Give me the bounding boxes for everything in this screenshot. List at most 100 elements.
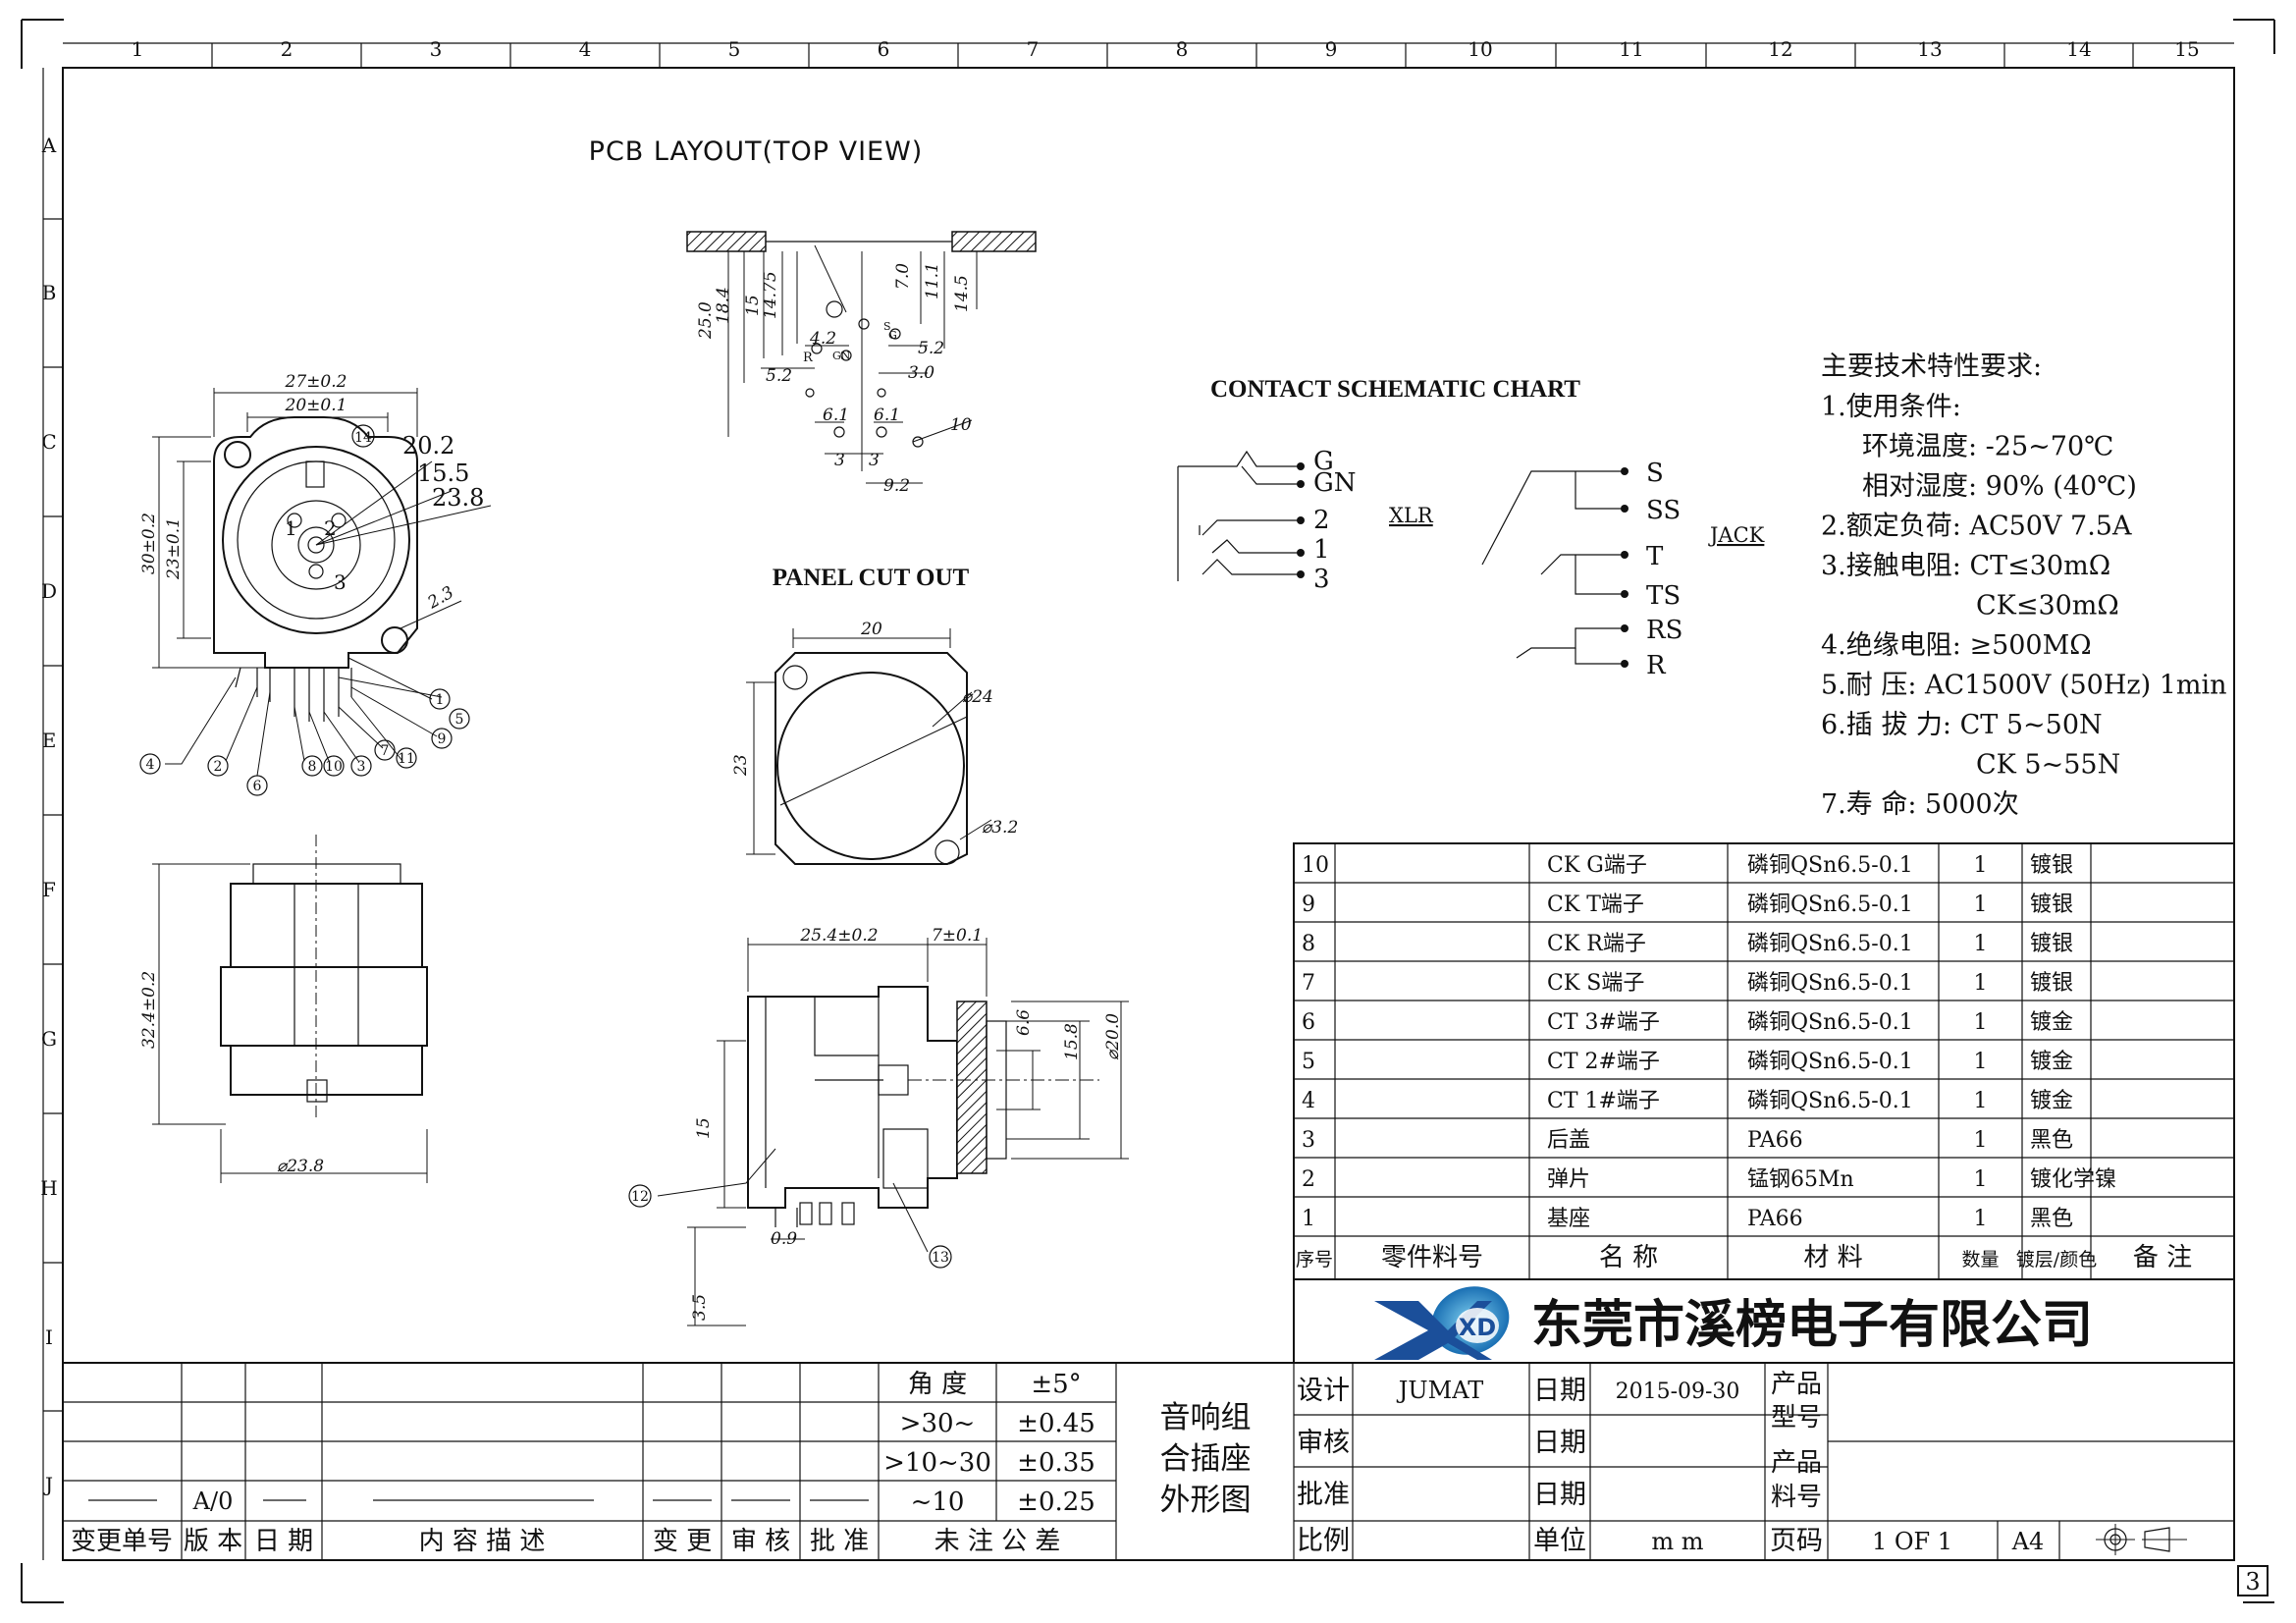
svg-text:6: 6 — [253, 779, 262, 794]
svg-text:2.3: 2.3 — [424, 582, 457, 613]
revision-header: 日 期 — [254, 1527, 313, 1556]
jack-pin-label: TS — [1646, 581, 1681, 611]
product-name-line: 音响组 — [1160, 1400, 1252, 1435]
grid-col-label: 2 — [281, 37, 294, 61]
svg-text:GN: GN — [832, 350, 851, 362]
product-name-line: 合插座 — [1160, 1441, 1252, 1477]
company-banner: XD 东莞市溪榜电子有限公司 — [1293, 1278, 2235, 1364]
bom-cell: 磷铜QSn6.5-0.1 — [1747, 932, 1913, 956]
svg-text:12: 12 — [631, 1189, 649, 1205]
grid-col-label: 7 — [1027, 37, 1040, 61]
svg-text:5: 5 — [455, 712, 464, 728]
scale-label: 比例 — [1297, 1526, 1350, 1556]
sheet-size: A4 — [2011, 1528, 2045, 1555]
product-model-label: 产品 — [1771, 1370, 1822, 1399]
svg-text:30±0.2: 30±0.2 — [139, 513, 159, 574]
svg-text:G: G — [888, 329, 897, 342]
bom-cell: CK T端子 — [1547, 893, 1644, 917]
bom-cell: 1 — [1974, 971, 1988, 996]
requirement-line: 3.接触电阻: CT≤30mΩ — [1821, 551, 2110, 581]
svg-text:14: 14 — [354, 430, 372, 446]
panel-cut-out-view: PANEL CUT OUT 20 23 ⌀24 ⌀3.2 — [731, 565, 1018, 865]
contact-chart-title: CONTACT SCHEMATIC CHART — [1210, 376, 1580, 403]
projection-symbol-icon — [2096, 1524, 2187, 1555]
svg-text:4.2: 4.2 — [809, 329, 836, 349]
bom-cell: 镀金 — [2030, 1050, 2073, 1074]
bom-cell: 8 — [1302, 932, 1315, 956]
tolerance-value: ±5° — [1031, 1370, 1081, 1399]
revision-header: 批 准 — [810, 1527, 869, 1556]
svg-text:7: 7 — [381, 743, 390, 759]
bom-cell: 1 — [1974, 1050, 1988, 1074]
tolerance-value: ±0.35 — [1017, 1448, 1095, 1478]
bom-cell: 磷铜QSn6.5-0.1 — [1747, 893, 1913, 917]
bom-cell: PA66 — [1747, 1128, 1803, 1153]
review-date-label: 日期 — [1533, 1428, 1586, 1458]
grid-row-label: A — [41, 134, 57, 157]
review-label: 审核 — [1297, 1428, 1350, 1458]
requirement-line: 相对湿度: 90% (40℃) — [1862, 471, 2137, 502]
grid-row-label: C — [41, 430, 56, 454]
bom-cell: 镀化学镍 — [2030, 1167, 2116, 1192]
tolerance-footer: 未 注 公 差 — [934, 1527, 1061, 1556]
bom-cell: 镀银 — [2030, 893, 2073, 917]
svg-text:6.1: 6.1 — [874, 406, 900, 425]
svg-text:3: 3 — [834, 451, 845, 470]
designer-name: JUMAT — [1396, 1377, 1483, 1404]
unit-value: m m — [1651, 1528, 1703, 1555]
svg-text:5.2: 5.2 — [918, 339, 944, 358]
bom-cell: 3 — [1302, 1128, 1315, 1153]
bom-cell: 2 — [1302, 1167, 1315, 1192]
date-label: 日期 — [1533, 1376, 1586, 1406]
bom-cell: CT 3#端子 — [1547, 1010, 1660, 1035]
bom-cell: 镀金 — [2030, 1089, 2073, 1113]
bom-cell: 6 — [1302, 1010, 1315, 1035]
bom-cell: 4 — [1302, 1089, 1315, 1113]
requirement-line: 5.耐 压: AC1500V (50Hz) 1min — [1821, 671, 2227, 701]
company-name: 东莞市溪榜电子有限公司 — [1531, 1296, 2093, 1355]
bom-cell: 1 — [1974, 853, 1988, 878]
svg-text:20: 20 — [860, 620, 882, 639]
requirement-line: 6.插 拔 力: CT 5~50N — [1821, 710, 2103, 740]
bom-cell: 1 — [1974, 1128, 1988, 1153]
product-part-label: 产品 — [1771, 1448, 1822, 1478]
svg-text:0.9: 0.9 — [771, 1229, 797, 1249]
svg-text:⌀24: ⌀24 — [962, 687, 993, 707]
svg-text:15.8: 15.8 — [1062, 1023, 1082, 1060]
tolerance-range: ~10 — [911, 1488, 965, 1517]
revision-header: 审 核 — [731, 1527, 790, 1556]
grid-col-label: 1 — [132, 37, 144, 61]
grid-row-label: J — [43, 1473, 53, 1496]
svg-text:25.4±0.2: 25.4±0.2 — [799, 926, 878, 946]
svg-text:5.2: 5.2 — [766, 366, 792, 386]
svg-text:⌀3.2: ⌀3.2 — [982, 818, 1018, 838]
grid-col-label: 11 — [1619, 37, 1643, 61]
grid-row-label: F — [42, 878, 56, 901]
svg-text:8: 8 — [308, 759, 317, 775]
jack-pin-label: S — [1646, 459, 1664, 488]
grid-col-label: 6 — [878, 37, 890, 61]
sheet-number: 3 — [2245, 1568, 2260, 1596]
svg-text:10: 10 — [950, 415, 972, 435]
bom-cell: 磷铜QSn6.5-0.1 — [1747, 1010, 1913, 1035]
requirement-line: 2.额定负荷: AC50V 7.5A — [1821, 512, 2132, 542]
xlr-pin-label: 2 — [1313, 506, 1330, 535]
requirement-line: 环境温度: -25~70℃ — [1862, 432, 2113, 462]
svg-text:4: 4 — [146, 757, 155, 773]
svg-text:6.1: 6.1 — [823, 406, 849, 425]
bom-cell: 5 — [1302, 1050, 1315, 1074]
logo-text: XD — [1459, 1314, 1496, 1341]
bom-header-cell: 序号 — [1296, 1249, 1333, 1271]
page-label: 页码 — [1770, 1526, 1823, 1556]
xlr-pin-label: 3 — [1313, 565, 1330, 594]
approve-date-label: 日期 — [1533, 1480, 1586, 1510]
grid-row-label: D — [41, 579, 57, 603]
grid-row-label: G — [41, 1027, 57, 1051]
tolerance-range: >10~30 — [883, 1448, 991, 1478]
bom-cell: 1 — [1302, 1207, 1315, 1231]
grid-col-label: 13 — [1917, 37, 1942, 61]
svg-text:32.4±0.2: 32.4±0.2 — [139, 971, 159, 1049]
bom-cell: 9 — [1302, 893, 1315, 917]
bom-cell: 后盖 — [1547, 1128, 1590, 1153]
jack-pin-label: T — [1646, 542, 1664, 571]
